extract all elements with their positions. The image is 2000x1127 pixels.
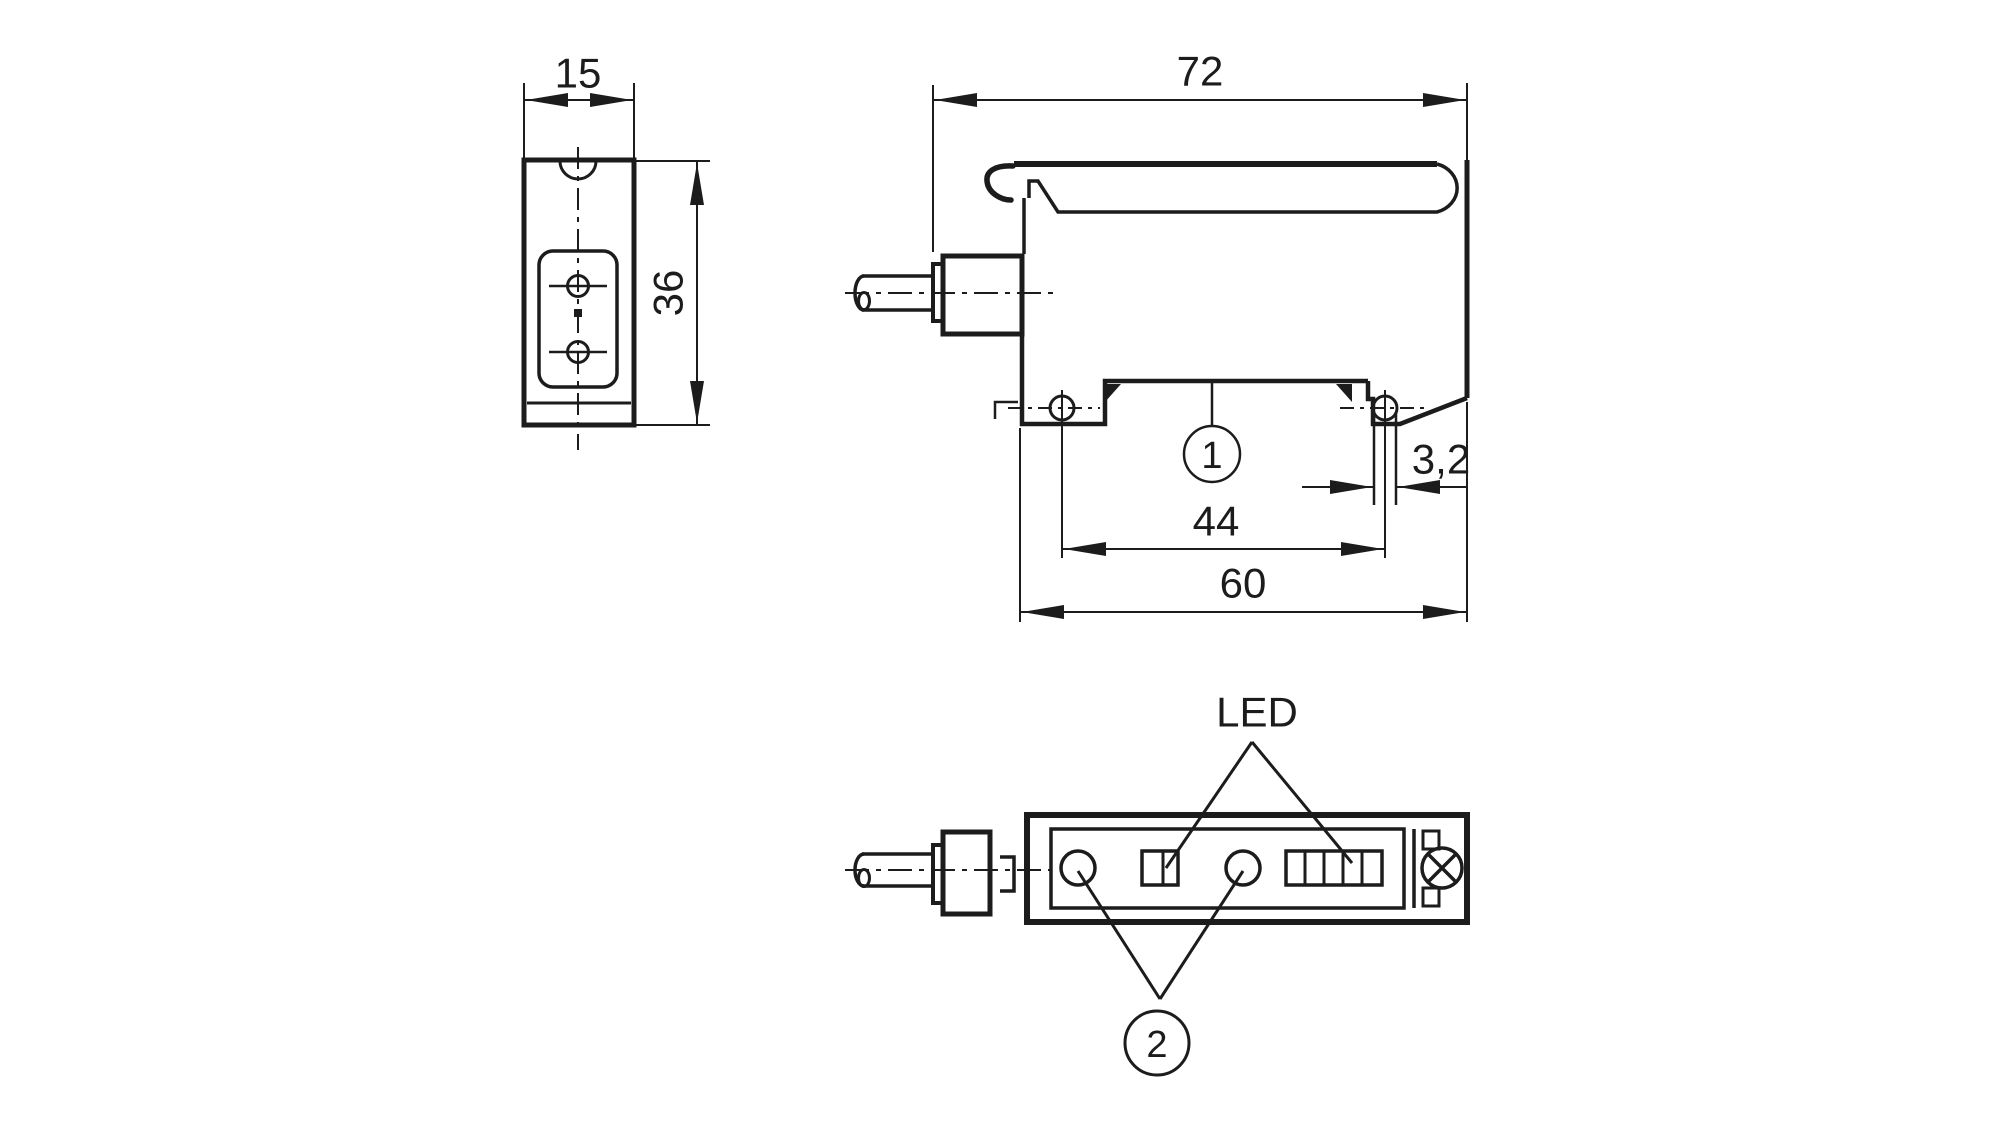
dim-label-72: 72 [1177,48,1224,95]
arrowhead-right [1341,542,1383,556]
callout-1-number: 1 [1201,435,1222,477]
dim-label-60: 60 [1220,560,1267,607]
callout-2: 2 [1076,870,1245,1077]
slot-walls [1372,412,1398,505]
led-bar-segments [1303,851,1364,885]
rail-claw-left [1105,384,1121,402]
right-foot-outline [1365,381,1468,427]
fibre-port-right [1224,849,1262,887]
operating-panel [1049,827,1406,910]
front-square-marker [574,309,582,317]
arrowhead-left [526,93,568,107]
gland-flange [940,253,1025,337]
dim-hole-spacing: 44 [1061,390,1386,558]
dim-label-36: 36 [645,270,692,317]
led-annotation: LED [1164,689,1354,869]
dim-front-height: 36 [636,160,710,426]
front-fibre-plate [537,249,619,389]
dim-slot-width: 3,2 [1302,436,1470,494]
dim-front-width: 15 [523,50,635,158]
dim-side-overall-width: 72 [932,48,1468,252]
side-view: 72 3,2 44 60 [845,48,1470,622]
cable-end-ring [857,868,871,888]
led-window [1140,849,1180,887]
dim-mounting-width: 60 [1019,402,1468,622]
arrowhead-left [1064,542,1106,556]
callout-2-circle [1123,1009,1191,1077]
callout-2-leader-lines [1076,870,1245,1000]
arrowhead-left [1330,480,1372,494]
cable-outline [862,852,933,888]
arrowhead-right [1398,480,1440,494]
cable-outline [862,274,933,312]
cable-end-ring [857,291,871,311]
arrowhead-right [590,93,632,107]
lid-body [1027,162,1459,214]
top-view: LED 2 [845,689,1470,1077]
arrowhead-right [1423,605,1465,619]
callout-1-circle [1182,424,1242,484]
dim-label-15: 15 [555,50,602,97]
body-outline [1024,812,1470,925]
rail-claw-right [1336,384,1352,402]
arrowhead-left [935,93,977,107]
body-left-edge-and-recess [1019,334,1368,427]
fixing-tab-bottom [1421,886,1441,908]
arrowhead-left [1022,605,1064,619]
fibre-port-left [1059,849,1097,887]
arrowhead-top [690,163,704,205]
lid-release-hook [984,163,1016,203]
arrowhead-right [1423,93,1465,107]
callout-1: 1 [1182,382,1242,484]
fixing-screw-icon [1420,846,1464,890]
callout-2-number: 2 [1146,1024,1167,1066]
front-view: 15 36 [521,50,710,450]
led-bar-display [1284,849,1384,887]
led-leader-lines [1164,741,1354,869]
gland-flange [940,829,993,917]
fixing-screw-cross [1427,853,1457,883]
dim-label-3-2: 3,2 [1412,436,1470,483]
dim-label-44: 44 [1193,498,1240,545]
rail-edge-bracket [993,400,1018,419]
arrowhead-bottom [690,381,704,423]
gland-nut-bracket [1000,855,1016,893]
led-label: LED [1216,689,1298,736]
fixing-tab-top [1421,829,1441,851]
